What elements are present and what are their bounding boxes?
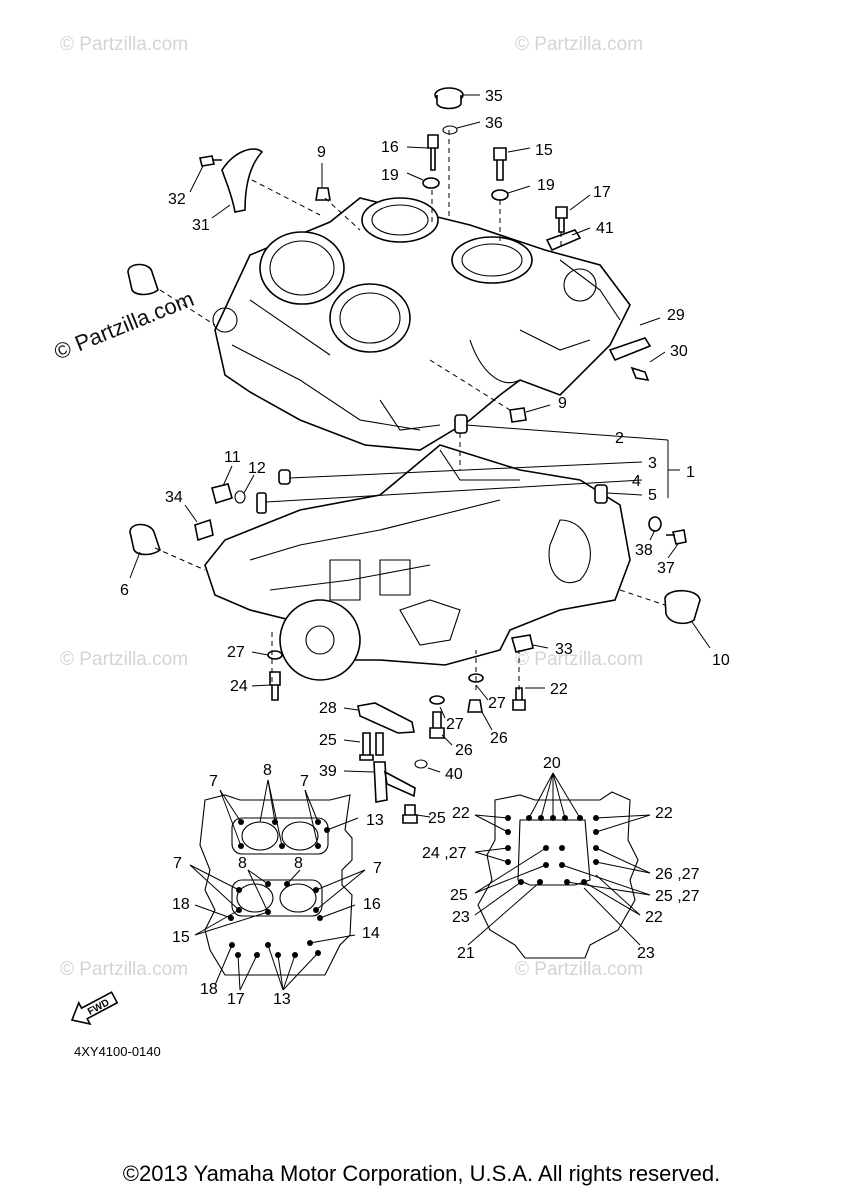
- callout-13b: 13: [273, 991, 291, 1008]
- callout-2: 2: [615, 430, 624, 447]
- callout-28: 28: [319, 700, 337, 717]
- assembly-lines: [154, 130, 666, 700]
- callout-5: 5: [648, 487, 657, 504]
- callout-25b: 25: [428, 810, 446, 827]
- callout-13: 13: [366, 812, 384, 829]
- callout-7b: 7: [300, 773, 309, 790]
- callout-21: 21: [457, 945, 475, 962]
- callout-17: 17: [593, 184, 611, 201]
- callout-19b: 19: [537, 177, 555, 194]
- callout-15b: 15: [172, 929, 190, 946]
- callout-11: 11: [224, 449, 241, 466]
- callout-4: 4: [632, 473, 641, 490]
- callout-26: 26: [455, 742, 473, 759]
- callout-16: 16: [381, 139, 399, 156]
- upper-crankcase: [212, 197, 631, 451]
- callout-20: 20: [543, 755, 561, 772]
- callout-35: 35: [485, 88, 503, 105]
- watermark: © Partzilla.com: [60, 959, 188, 980]
- callout-38: 38: [635, 542, 653, 559]
- copyright-notice: ©2013 Yamaha Motor Corporation, U.S.A. A…: [122, 1161, 721, 1186]
- callout-16b: 16: [363, 896, 381, 913]
- callout-3: 3: [648, 455, 657, 472]
- callout-32: 32: [168, 191, 186, 208]
- callout-1: 1: [686, 464, 695, 481]
- callout-31: 31: [192, 217, 210, 234]
- callout-26b: 26: [490, 730, 508, 747]
- callout-6: 6: [120, 582, 129, 599]
- bolt-dots-left: [228, 819, 330, 958]
- watermark: © Partzilla.com: [60, 34, 188, 55]
- callout-25c: 25: [450, 887, 468, 904]
- bolt-pattern-upper: [199, 794, 353, 976]
- leader-lines: [129, 94, 711, 991]
- callout-7c: 7: [173, 855, 182, 872]
- watermark: © Partzilla.com: [515, 959, 643, 980]
- watermark: © Partzilla.com: [60, 649, 188, 670]
- callout-19: 19: [381, 167, 399, 184]
- callout-12: 12: [248, 460, 266, 477]
- callout-30: 30: [670, 343, 688, 360]
- callout-41: 41: [596, 220, 614, 237]
- callout-33: 33: [555, 641, 573, 658]
- callout-29: 29: [667, 307, 685, 324]
- callout-17b: 17: [227, 991, 245, 1008]
- callout-7d: 7: [373, 860, 382, 877]
- callout-14: 14: [362, 925, 380, 942]
- callout-8: 8: [263, 762, 272, 779]
- watermark: © Partzilla.com: [515, 649, 643, 670]
- callout-22d: 22: [645, 909, 663, 926]
- callout-27b: 27: [488, 695, 506, 712]
- callout-23b: 23: [637, 945, 655, 962]
- callout-37: 37: [657, 560, 675, 577]
- callout-9b: 9: [558, 395, 567, 412]
- callout-18b: 18: [200, 981, 218, 998]
- callout-27c: 27: [446, 716, 464, 733]
- callout-8c: 8: [294, 855, 303, 872]
- callout-39: 39: [319, 763, 337, 780]
- callout-18: 18: [172, 896, 190, 913]
- callout-7: 7: [209, 773, 218, 790]
- callout-25: 25: [319, 732, 337, 749]
- callout-27: 27: [227, 644, 245, 661]
- callout-22b: 22: [452, 805, 470, 822]
- callout-23: 23: [452, 909, 470, 926]
- callout-40: 40: [445, 766, 463, 783]
- callout-24-27: 24 ,27: [422, 845, 467, 862]
- callout-34: 34: [165, 489, 183, 506]
- callout-22: 22: [550, 681, 568, 698]
- callout-22c: 22: [655, 805, 673, 822]
- callout-8b: 8: [238, 855, 247, 872]
- diagram-code: 4XY4100-0140: [74, 1044, 161, 1059]
- callout-26-27: 26 ,27: [655, 866, 700, 883]
- callout-36: 36: [485, 115, 503, 132]
- callout-24: 24: [230, 678, 248, 695]
- watermark-partzilla-dark: © Partzilla.com: [51, 286, 198, 365]
- callout-9: 9: [317, 144, 326, 161]
- watermark: © Partzilla.com: [515, 34, 643, 55]
- small-parts: [127, 87, 701, 824]
- fwd-arrow-icon: FWD: [70, 991, 119, 1026]
- callout-10: 10: [712, 652, 730, 669]
- callout-25-27: 25 ,27: [655, 888, 700, 905]
- callout-15: 15: [535, 142, 553, 159]
- fwd-label: FWD: [86, 997, 111, 1017]
- callout-labels: 35 36 16 19 15 19 17 41 9 32 31 29 30 9 …: [120, 88, 730, 1008]
- lower-crankcase: [204, 444, 631, 681]
